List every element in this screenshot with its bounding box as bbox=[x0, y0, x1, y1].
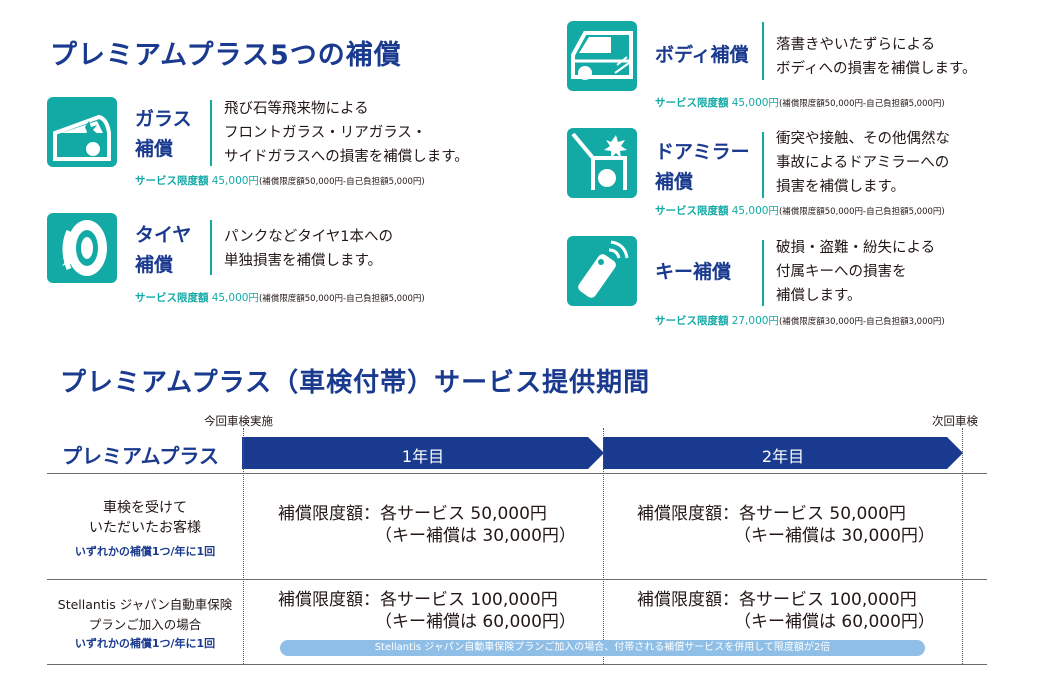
divider bbox=[210, 100, 212, 166]
start-label: 今回車検実施 bbox=[204, 414, 273, 428]
key-limit: サービス限度額 27,000円(補償限度額30,000円-自己負担額3,000円… bbox=[655, 315, 945, 327]
row-sub-label: いずれかの補償1つ/年に1回 bbox=[74, 637, 216, 650]
door-mirror-icon bbox=[567, 128, 637, 198]
year1-label: 1年目 bbox=[401, 447, 445, 466]
divider bbox=[210, 220, 212, 275]
plan-name: プレミアムプラス bbox=[62, 444, 219, 468]
glass-service-description: 飛び石等飛来物による フロントガラス・リアガラス・ サイドガラスへの損害を補償し… bbox=[224, 101, 469, 165]
end-divider bbox=[962, 428, 963, 664]
year-divider bbox=[603, 428, 604, 664]
divider bbox=[762, 22, 764, 80]
year2-arrow: 2年目 bbox=[603, 437, 963, 469]
tire-limit: サービス限度額 45,000円(補償限度額50,000円-自己負担額5,000円… bbox=[135, 292, 425, 304]
body-limit: サービス限度額 45,000円(補償限度額50,000円-自己負担額5,000円… bbox=[655, 97, 945, 109]
year2-cell: 補償限度額：各サービス 50,000円 （キー補償は 30,000円） bbox=[637, 504, 935, 546]
mirror-limit: サービス限度額 45,000円(補償限度額50,000円-自己負担額5,000円… bbox=[655, 205, 945, 217]
mirror-service-description: 衝突や接触、その他偶然な 事故によるドアミラーへの 損害を補償します。 bbox=[776, 131, 950, 195]
tire-icon bbox=[47, 213, 117, 283]
year2-label: 2年目 bbox=[761, 447, 805, 466]
row-label: 車検を受けて いただいたお客様 bbox=[89, 500, 201, 536]
mirror-service-name: ドアミラー 補償 bbox=[655, 141, 750, 193]
table-rule bbox=[47, 473, 987, 474]
table-rule bbox=[47, 664, 987, 665]
year1-cell: 補償限度額：各サービス 100,000円 （キー補償は 60,000円） bbox=[278, 590, 576, 632]
row-sub-label: いずれかの補償1つ/年に1回 bbox=[74, 545, 216, 558]
year2-cell: 補償限度額：各サービス 100,000円 （キー補償は 60,000円） bbox=[637, 590, 935, 632]
start-divider bbox=[243, 428, 244, 664]
car-body-icon bbox=[567, 21, 637, 91]
section1-title: プレミアムプラス5つの補償 bbox=[50, 40, 402, 71]
row-label: Stellantis ジャパン自動車保険 プランご加入の場合 bbox=[57, 597, 233, 632]
footnote-bar: Stellantis ジャパン自動車保険プランご加入の場合、付帯される補償サービ… bbox=[280, 640, 925, 656]
car-key-icon bbox=[567, 236, 637, 306]
tire-service-description: パンクなどタイヤ1本への 単独損害を補償します。 bbox=[224, 229, 394, 269]
table-rule bbox=[47, 579, 987, 580]
year1-cell: 補償限度額：各サービス 50,000円 （キー補償は 30,000円） bbox=[278, 504, 576, 546]
section2-title: プレミアムプラス（車検付帯）サービス提供期間 bbox=[60, 368, 651, 398]
key-service-description: 破損・盗難・紛失による 付属キーへの損害を 補償します。 bbox=[776, 240, 936, 304]
body-service-name: ボディ補償 bbox=[655, 44, 749, 66]
glass-limit: サービス限度額 45,000円(補償限度額50,000円-自己負担額5,000円… bbox=[135, 175, 425, 187]
key-service-name: キー補償 bbox=[655, 261, 732, 283]
year1-arrow: 1年目 bbox=[242, 437, 604, 469]
tire-service-name: タイヤ 補償 bbox=[135, 224, 192, 276]
car-windshield-icon bbox=[47, 97, 117, 167]
divider bbox=[762, 132, 764, 198]
divider bbox=[762, 240, 764, 306]
body-service-description: 落書きやいたずらによる ボディへの損害を補償します。 bbox=[776, 37, 977, 77]
glass-service-name: ガラス 補償 bbox=[135, 108, 192, 160]
end-label: 次回車検 bbox=[932, 414, 978, 428]
